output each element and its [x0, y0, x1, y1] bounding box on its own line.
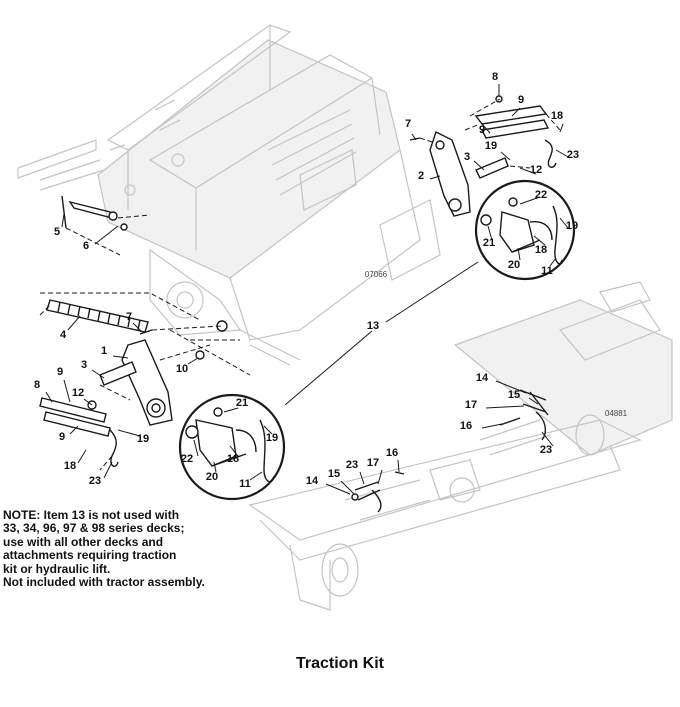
note-block: NOTE: Item 13 is not used with 33, 34, 9… — [3, 508, 243, 590]
part-callout-number: 4 — [60, 329, 67, 341]
leader-lines — [45, 84, 571, 495]
part-callout-number: 18 — [535, 244, 547, 256]
part-callout-number: 12 — [72, 387, 84, 399]
part-callout-number: 2 — [418, 170, 424, 182]
note-line: NOTE: Item 13 is not used with — [3, 508, 180, 522]
lower-left-linkage — [39, 320, 251, 471]
part-callout-number: 18 — [551, 110, 563, 122]
note-line: use with all other decks and — [3, 534, 164, 549]
part-callout-number: 23 — [89, 475, 101, 487]
part-callout-number: 9 — [57, 366, 63, 378]
part-callout-number: 9 — [479, 124, 485, 136]
part-callout-number: 19 — [266, 432, 278, 444]
tractor-frame-ghost — [17, 24, 441, 366]
part-callout-number: 20 — [508, 259, 520, 271]
part-callout-number: 9 — [59, 431, 65, 443]
part-callout-number: 21 — [236, 397, 248, 409]
drawing-codes: 07066 04881 — [365, 270, 628, 418]
part-callout-number: 11 — [541, 265, 553, 277]
part-callout-number: 19 — [566, 220, 578, 232]
part-callout-number: 19 — [137, 433, 149, 445]
part-callout-number: 1 — [101, 345, 107, 357]
note-line: Not included with tractor assembly. — [3, 575, 205, 590]
upper-right-linkage — [409, 95, 561, 217]
part-callout-number: 14 — [476, 372, 489, 384]
part-callout-number: 8 — [34, 379, 40, 391]
part-callout-number: 19 — [485, 140, 497, 152]
part-callout-number: 7 — [405, 118, 411, 130]
deck-lift-parts — [351, 389, 549, 513]
part-callout-number: 21 — [483, 237, 495, 249]
traction-spring-4 — [39, 292, 201, 333]
part-callout-number: 13 — [367, 320, 379, 332]
part-callout-number: 23 — [540, 444, 552, 456]
part-callout-number: 5 — [54, 226, 60, 238]
part-callout-number: 17 — [367, 457, 379, 469]
part-callout-number: 15 — [508, 389, 520, 401]
part-callout-number: 18 — [64, 460, 76, 472]
part-callout-number: 3 — [81, 359, 87, 371]
part-callout-number: 8 — [492, 71, 498, 83]
part-callout-number: 22 — [535, 189, 547, 201]
part-callout-number: 7 — [126, 311, 132, 323]
part-callout-number: 3 — [464, 151, 470, 163]
part-callout-number: 14 — [306, 475, 319, 487]
note-line: kit or hydraulic lift. — [3, 561, 111, 576]
note-line: 33, 34, 96, 97 & 98 series decks; — [3, 521, 185, 536]
detail-circle-upper — [474, 179, 576, 281]
drawing-code: 07066 — [365, 270, 388, 279]
part-callout-number: 16 — [460, 420, 472, 432]
part-callout-number: 23 — [567, 149, 579, 161]
part-callout-number: 17 — [465, 399, 477, 411]
detail-circle-lower — [178, 393, 286, 501]
part-callout-number: 22 — [181, 453, 193, 465]
part-callout-number: 15 — [328, 468, 340, 480]
part-callout-number: 6 — [83, 240, 89, 252]
part-callout-number: 18 — [227, 453, 239, 465]
bolt-bracket-5-6 — [61, 195, 151, 256]
part-callout-number: 10 — [176, 363, 188, 375]
diagram-title: Traction Kit — [295, 655, 384, 672]
note-line: attachments requiring traction — [3, 548, 177, 563]
part-callout-number: 9 — [518, 94, 524, 106]
part-callout-number: 12 — [530, 164, 542, 176]
part-callout-number: 11 — [239, 478, 251, 490]
part-callout-number: 16 — [386, 447, 398, 459]
part-callout-number: 20 — [206, 471, 218, 483]
deck-assembly-ghost — [248, 281, 673, 611]
part-callout-number: 23 — [346, 459, 358, 471]
drawing-code: 04881 — [605, 409, 628, 418]
